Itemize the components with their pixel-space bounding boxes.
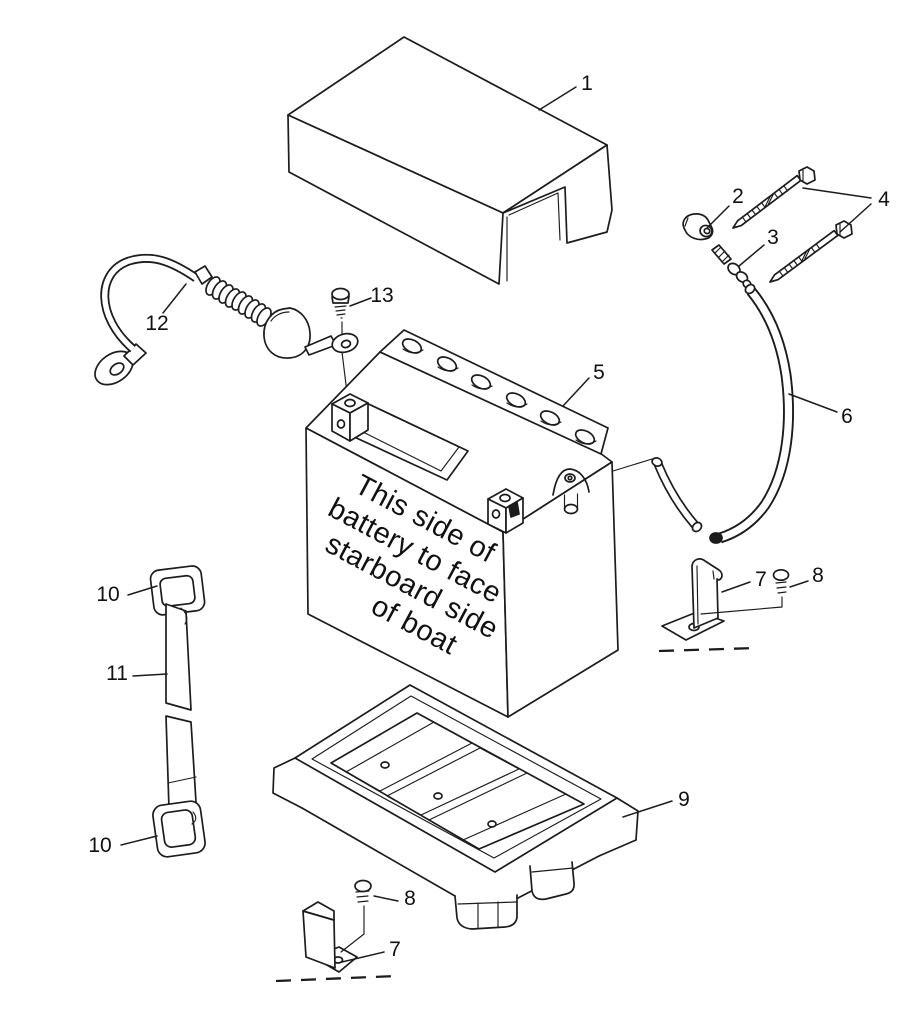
cover-notch-detail	[506, 192, 561, 282]
svg-text:12: 12	[145, 312, 168, 335]
svg-text:6: 6	[841, 405, 853, 428]
alignment-line	[340, 905, 365, 953]
svg-text:1: 1	[581, 72, 593, 95]
bracket-screw	[700, 568, 790, 615]
bracket-screw	[340, 879, 372, 953]
bracket-right	[658, 558, 790, 653]
svg-text:2: 2	[732, 185, 744, 208]
battery-cable	[94, 253, 359, 386]
battery: This side of battery to face starboard s…	[305, 329, 619, 718]
hook-top	[149, 565, 206, 616]
cable-terminal-boot	[263, 307, 311, 359]
battery-vent-nipple	[552, 468, 590, 515]
alignment-line	[700, 596, 783, 615]
callouts: 1 2 3 4 5 6 7 8	[88, 72, 890, 963]
vent-hose	[612, 283, 794, 544]
callout-1: 1	[538, 72, 593, 111]
vent-elbow	[682, 213, 714, 241]
svg-text:7: 7	[755, 568, 767, 591]
bracket-lip	[302, 901, 335, 921]
tray-right-wing	[598, 797, 639, 857]
tray-right-foot	[529, 861, 575, 901]
bracket-plate	[691, 558, 723, 629]
screw-threads	[334, 305, 347, 319]
cable-spiral-wrap	[205, 276, 272, 327]
callout-10-bottom: 10	[88, 834, 158, 857]
callout-9: 9	[622, 788, 690, 818]
svg-text:10: 10	[96, 583, 119, 606]
cable-ferrule	[194, 265, 213, 285]
svg-text:10: 10	[88, 834, 111, 857]
strap-upper	[165, 603, 192, 711]
battery-tray	[272, 684, 639, 930]
callout-4: 4	[802, 187, 890, 233]
strap-lower	[165, 715, 197, 810]
svg-text:4: 4	[878, 188, 890, 211]
terminal-bolt	[508, 501, 520, 518]
bolt-threads	[741, 185, 789, 223]
hold-down-strap	[149, 565, 206, 858]
vent-check-valve	[711, 244, 752, 289]
callout-5: 5	[562, 361, 605, 407]
callout-8-bottom: 8	[373, 887, 416, 910]
tray-left-wing	[272, 757, 303, 809]
svg-text:13: 13	[370, 284, 393, 307]
callout-8-right: 8	[789, 564, 824, 588]
hose-end-cap	[709, 532, 723, 544]
tray-front-foot	[454, 894, 518, 930]
hook-bottom	[152, 800, 206, 858]
callout-3: 3	[738, 226, 779, 267]
bolt-break-mark	[800, 248, 811, 263]
svg-text:3: 3	[767, 226, 779, 249]
svg-text:7: 7	[389, 938, 401, 961]
callout-6: 6	[788, 393, 853, 428]
tray-outer-rim	[294, 684, 618, 873]
cover-right-face	[502, 144, 613, 244]
callout-10-top: 10	[96, 583, 158, 606]
callout-12: 12	[145, 283, 187, 335]
svg-text:8: 8	[404, 887, 416, 910]
cable-end-ring	[331, 332, 359, 354]
mounting-bolts	[732, 166, 853, 283]
battery-cell-caps	[401, 338, 597, 445]
callout-2: 2	[706, 185, 744, 229]
svg-text:8: 8	[812, 564, 824, 587]
battery-terminal-left	[331, 393, 369, 442]
terminal-screw	[331, 287, 350, 402]
callout-7-bottom: 7	[341, 938, 401, 963]
battery-right-face	[502, 461, 619, 718]
callout-7-right: 7	[721, 568, 767, 593]
callout-11: 11	[106, 662, 168, 685]
bolt-threads	[778, 243, 821, 277]
svg-text:9: 9	[678, 788, 690, 811]
screw-head	[331, 287, 350, 301]
mounting-surface-dash	[658, 646, 758, 653]
battery-terminal-right	[487, 488, 524, 534]
tray-ribs	[345, 721, 567, 841]
callout-13: 13	[349, 284, 394, 307]
svg-text:11: 11	[106, 662, 128, 685]
svg-text:5: 5	[593, 361, 605, 384]
tray-inner-rim	[311, 695, 602, 859]
alignment-line	[612, 458, 653, 472]
mounting-surface-dash	[275, 974, 398, 983]
hose-long	[718, 287, 794, 544]
battery-cover	[287, 36, 613, 285]
bolt-break-mark	[764, 193, 774, 207]
bolt-head	[798, 166, 816, 185]
bracket-bottom	[275, 879, 398, 983]
cover-front-face	[287, 114, 504, 285]
